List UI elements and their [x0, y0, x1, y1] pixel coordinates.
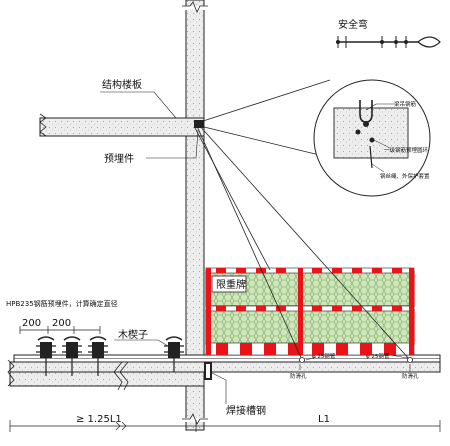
- railing: [205, 267, 415, 356]
- label-hpb235: HPB235钢筋预埋件，计算确定直径: [6, 299, 118, 308]
- safety-hook: [336, 36, 441, 48]
- label-detail-mid: 一级钢筋预埋圆环: [384, 146, 429, 154]
- label-detail-bottom: 钢丝绳、外保护套置: [380, 172, 430, 180]
- label-dim-right: L1: [318, 414, 330, 425]
- upper-floor-slab: [39, 113, 205, 137]
- label-safety-hook: 安全弯: [338, 18, 368, 31]
- load-limit-sign: 限重牌: [211, 275, 247, 293]
- label-weld-channel: 焊接槽钢: [226, 404, 266, 417]
- steel-cables: [194, 79, 411, 361]
- label-anti-slip-2: 防滑孔: [402, 372, 419, 380]
- column: [182, 0, 208, 431]
- anchor-4: [164, 336, 184, 372]
- embedded-part: [194, 120, 204, 128]
- label-floor-slab: 结构楼板: [102, 78, 142, 91]
- label-steel-pipe-2: φ 25钢管: [366, 352, 390, 360]
- label-detail-top: 梁吊钢筋: [394, 100, 417, 108]
- anchor-1: [36, 336, 56, 376]
- anchor-2: [62, 336, 82, 376]
- label-anti-slip-1: 防滑孔: [290, 372, 307, 380]
- label-dim-200-a: 200: [22, 318, 41, 329]
- bottom-dimension: [9, 420, 441, 432]
- leader-lines: [100, 91, 411, 404]
- anchor-3: [88, 336, 108, 376]
- detail-circle: [313, 79, 431, 197]
- label-wood-wedge: 木楔子: [118, 329, 148, 341]
- label-dim-left: ≥ 1.25L1: [76, 414, 122, 425]
- load-limit-sign-text: 限重牌: [216, 278, 246, 291]
- label-embedded-part: 预埋件: [104, 153, 134, 165]
- label-dim-200-b: 200: [52, 318, 71, 329]
- rebar-anchors: [36, 336, 184, 376]
- anchor-spacing-dimension: [19, 326, 101, 334]
- label-steel-pipe-1: φ 25钢管: [312, 352, 336, 360]
- anti-slip-holes: [299, 357, 413, 363]
- weld-channel: [204, 362, 212, 380]
